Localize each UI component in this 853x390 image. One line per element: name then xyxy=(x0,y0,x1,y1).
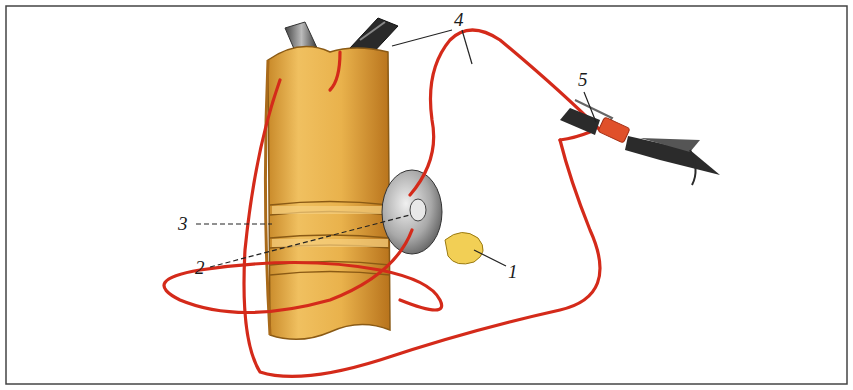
callout-number: 3 xyxy=(176,214,190,233)
callout-number: 4 xyxy=(452,10,466,29)
callout-number: 5 xyxy=(576,70,590,89)
callout-number: 2 xyxy=(193,258,207,277)
callout-number: 1 xyxy=(506,262,520,281)
